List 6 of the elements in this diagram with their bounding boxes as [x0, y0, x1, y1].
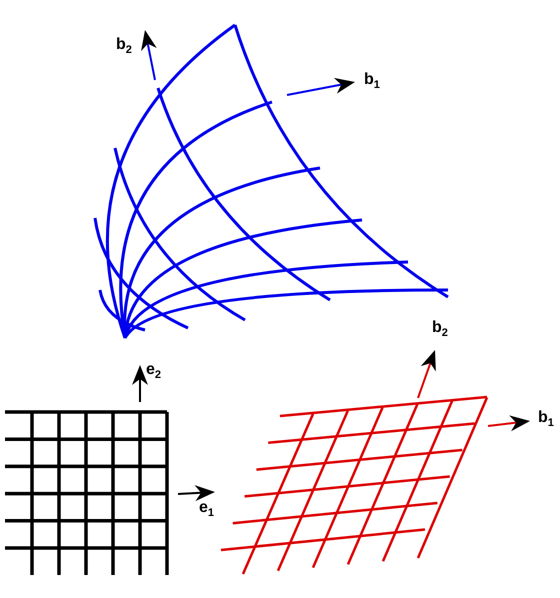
vector-label: e$_{1}$	[199, 500, 214, 520]
vector-label: e$_{2}$	[146, 362, 162, 382]
vector-label: b$_{2}$	[432, 320, 448, 340]
vector-label: b$_{1}$	[538, 410, 554, 430]
vector-label: b$_{1}$	[364, 72, 380, 92]
vector-label: b$_{2}$	[116, 37, 132, 56]
